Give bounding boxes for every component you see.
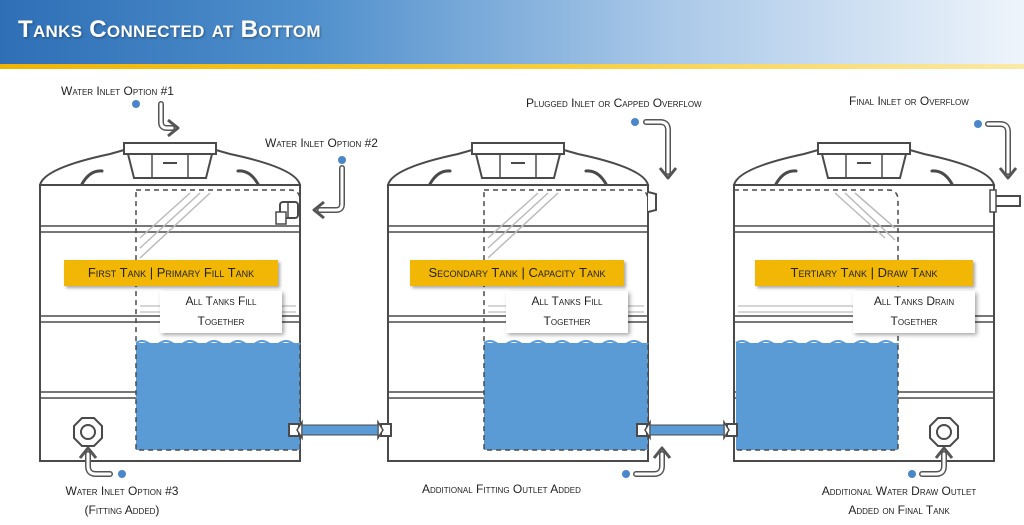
connecting-pipe-2-3 bbox=[649, 424, 725, 436]
valve-icon bbox=[723, 419, 738, 441]
arrow-icon bbox=[158, 101, 180, 138]
tank-3-note-line1: All Tanks Drain bbox=[873, 294, 955, 308]
label-inlet-option-2: Water Inlet Option #2 bbox=[265, 136, 378, 150]
marker-dot-icon bbox=[118, 100, 982, 478]
tank-3-note-line2: Together bbox=[890, 314, 938, 328]
water-level-tank-1 bbox=[136, 343, 300, 450]
tank-1-note: All Tanks Fill Together bbox=[160, 291, 282, 333]
arrow-icon bbox=[919, 446, 954, 477]
header-banner bbox=[0, 0, 1024, 64]
fitting-icon bbox=[929, 417, 959, 447]
valve-icon bbox=[288, 419, 303, 441]
tank-2-name: Secondary Tank | Capacity Tank bbox=[410, 260, 624, 286]
label-inlet-option-3: Water Inlet Option #3 (Fitting Added) bbox=[40, 482, 204, 520]
page-title: Tanks Connected at Bottom bbox=[18, 16, 321, 43]
water-level-tank-3 bbox=[736, 343, 898, 450]
tank-1-note-line2: Together bbox=[197, 314, 245, 328]
overflow-pipe-icon bbox=[993, 195, 1021, 207]
capped-overflow-icon bbox=[647, 191, 657, 213]
valve-icon bbox=[377, 419, 392, 441]
label-draw-outlet: Additional Water Draw Outlet Added on Fi… bbox=[794, 482, 1004, 520]
tank-1-name: First Tank | Primary Fill Tank bbox=[64, 260, 278, 286]
arrow-icon bbox=[78, 446, 113, 477]
fitting-icon bbox=[73, 417, 103, 447]
tank-3-note: All Tanks Drain Together bbox=[853, 291, 975, 333]
tank-2-note-line2: Together bbox=[543, 314, 591, 328]
label-draw-outlet-line1: Additional Water Draw Outlet bbox=[821, 484, 977, 498]
tank-3-name: Tertiary Tank | Draw Tank bbox=[755, 260, 973, 286]
label-plugged-inlet: Plugged Inlet or Capped Overflow bbox=[526, 96, 702, 110]
water-level-tank-2 bbox=[484, 343, 648, 450]
label-inlet-option-3-line1: Water Inlet Option #3 bbox=[65, 484, 179, 498]
label-final-inlet: Final Inlet or Overflow bbox=[849, 94, 969, 108]
arrow-icon bbox=[633, 446, 672, 477]
label-inlet-option-1: Water Inlet Option #1 bbox=[61, 84, 174, 98]
arrow-icon bbox=[312, 165, 345, 220]
label-inlet-option-3-line2: (Fitting Added) bbox=[84, 503, 160, 517]
header-accent-bar bbox=[0, 64, 1024, 69]
arrow-icon bbox=[985, 121, 1018, 180]
connecting-pipe-1-2 bbox=[301, 424, 379, 436]
tank-1-note-line1: All Tanks Fill bbox=[185, 294, 257, 308]
label-additional-fitting: Additional Fitting Outlet Added bbox=[422, 482, 581, 496]
tank-2-note: All Tanks Fill Together bbox=[506, 291, 628, 333]
label-draw-outlet-line2: Added on Final Tank bbox=[848, 503, 950, 517]
arrow-icon bbox=[643, 119, 678, 180]
valve-icon bbox=[636, 419, 651, 441]
tank-2-note-line1: All Tanks Fill bbox=[531, 294, 603, 308]
inlet-valve-icon bbox=[275, 201, 299, 225]
tank-1 bbox=[38, 141, 303, 463]
